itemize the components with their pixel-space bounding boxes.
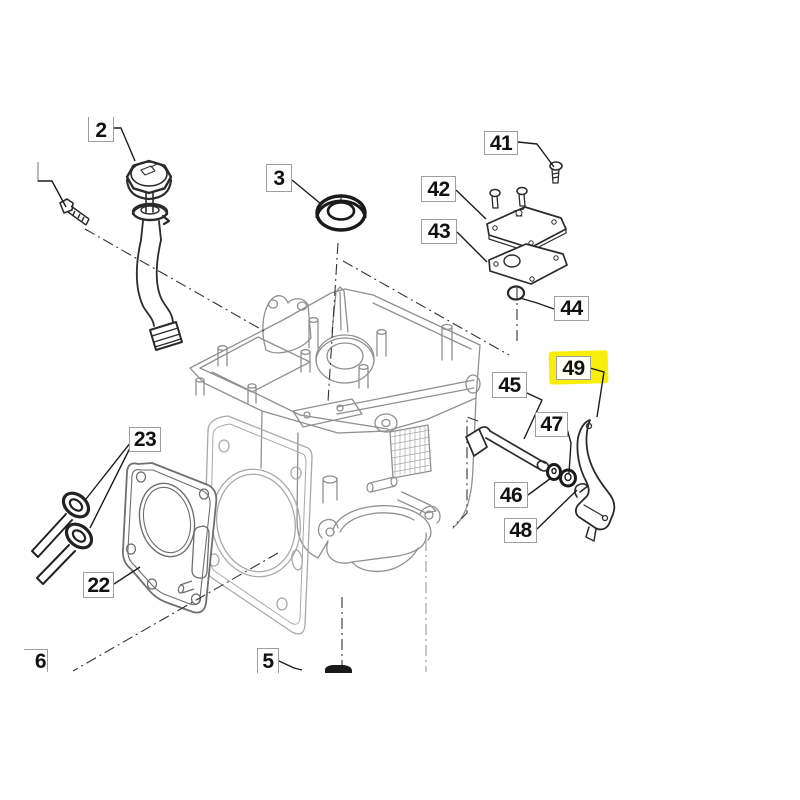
- part-callout-22[interactable]: 22: [83, 572, 114, 598]
- washer-drawing: [546, 463, 562, 481]
- centerlines: [72, 228, 518, 672]
- dipstick-assembly-drawing: [125, 159, 183, 351]
- cylinder-block-drawing: [189, 286, 481, 635]
- part-callout-44[interactable]: 44: [554, 296, 589, 321]
- leader-lines: [37, 127, 605, 671]
- part-callout-45[interactable]: 45: [492, 372, 527, 398]
- bottom-part-drawing: [325, 665, 352, 673]
- part-callout-6[interactable]: 6: [24, 649, 48, 672]
- governor-rod-drawing: [465, 426, 550, 472]
- part-callout-23[interactable]: 23: [129, 427, 161, 452]
- head-gasket-drawing: [122, 462, 218, 614]
- part-callout-46[interactable]: 46: [494, 482, 528, 508]
- governor-arm-drawing: [574, 419, 616, 542]
- part-callout-5[interactable]: 5: [257, 648, 279, 673]
- part-callout-42[interactable]: 42: [421, 176, 456, 202]
- part-callout-48[interactable]: 48: [504, 518, 537, 543]
- part-callout-2[interactable]: 2: [88, 117, 114, 142]
- part-callout-49-highlighted[interactable]: 49: [556, 356, 591, 380]
- part-callout-3[interactable]: 3: [266, 164, 292, 192]
- breather-assembly-drawing: [486, 161, 568, 301]
- valve-seals-drawing: [31, 491, 94, 585]
- seal-ring-drawing: [315, 194, 367, 232]
- part-callout-43[interactable]: 43: [421, 219, 457, 244]
- part-callout-41[interactable]: 41: [484, 131, 518, 155]
- bushing-drawing: [559, 468, 577, 488]
- part-callout-47[interactable]: 47: [535, 412, 568, 437]
